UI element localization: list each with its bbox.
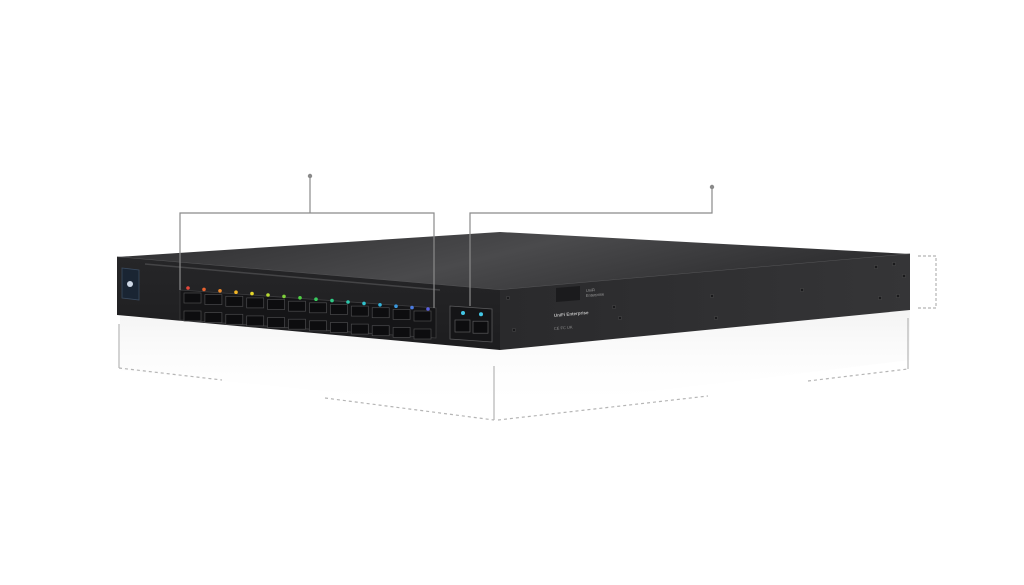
- port-status-led: [250, 291, 254, 296]
- port-status-led: [218, 289, 222, 293]
- port-status-led: [362, 301, 366, 306]
- chassis-screw-icon: [873, 264, 879, 270]
- sfp-port: [309, 302, 327, 314]
- uplink-status-led: [461, 311, 465, 315]
- chassis-screw-icon: [799, 287, 805, 293]
- sfp-port: [246, 315, 265, 327]
- product-label-line-1: UniFi: [586, 287, 596, 293]
- uplink-status-led: [479, 312, 483, 317]
- console-port-icon: [127, 281, 133, 287]
- dimension-width: [118, 324, 495, 421]
- sfp-port: [413, 328, 432, 340]
- sfp-port: [350, 323, 369, 335]
- product-label: UniFi Enterprise UniFi Enterprise CE FC …: [554, 286, 605, 331]
- sfp-port: [225, 313, 244, 325]
- port-status-led: [314, 297, 318, 302]
- port-status-led: [346, 300, 350, 304]
- callout-dot-sfp: [307, 173, 313, 179]
- sfp-port: [413, 310, 432, 322]
- sfp-port: [288, 318, 306, 330]
- chassis-screw-icon: [709, 293, 715, 299]
- sfp-port: [183, 292, 202, 304]
- port-status-led: [234, 290, 238, 295]
- sfp-port: [392, 327, 411, 338]
- sfp-port: [309, 320, 327, 332]
- sfp-port: [330, 322, 348, 333]
- sfp-port: [267, 317, 285, 328]
- port-status-led: [298, 296, 302, 300]
- sfp-port: [183, 310, 202, 322]
- port-status-led: [282, 294, 286, 299]
- chassis-top: [117, 232, 910, 290]
- chassis-screw-icon: [877, 295, 883, 301]
- console-module: [121, 267, 140, 301]
- sfp-port: [371, 307, 390, 319]
- front-vent-strip: [144, 263, 441, 291]
- sfp-port: [246, 297, 265, 309]
- chassis-screw-icon: [505, 295, 511, 301]
- product-name-text: UniFi Enterprise: [554, 310, 590, 318]
- sfp-port: [204, 312, 223, 323]
- sfp-port: [371, 325, 390, 337]
- chassis-screw-icon: [901, 273, 907, 279]
- uplink-port: [454, 319, 471, 333]
- port-status-led: [330, 298, 334, 303]
- chassis-screw-icon: [611, 304, 617, 310]
- chassis-screw-icon: [895, 293, 901, 299]
- callout-dot-uplink: [709, 184, 715, 190]
- sfp-port: [267, 299, 285, 310]
- sfp-port: [330, 304, 348, 315]
- chassis-screw-icon: [511, 327, 517, 333]
- dimension-height: [918, 255, 937, 309]
- port-status-led: [394, 304, 398, 309]
- port-status-led: [202, 287, 206, 292]
- sfp-port: [204, 294, 223, 305]
- sfp-port: [392, 309, 411, 320]
- port-status-led: [410, 305, 414, 310]
- port-status-led: [378, 303, 382, 307]
- callout-sfp-ports: [179, 173, 435, 308]
- port-status-led: [186, 286, 190, 290]
- compliance-marks-text: CE FC UK: [554, 324, 573, 331]
- floor-reflection: [120, 308, 910, 410]
- uplink-port: [472, 320, 489, 334]
- port-status-led: [266, 293, 270, 297]
- dimension-depth: [497, 318, 909, 421]
- chassis-screw-icon: [713, 315, 719, 321]
- callout-uplink-ports: [469, 184, 715, 306]
- sfp-port: [225, 295, 244, 307]
- chassis-screw-icon: [617, 315, 623, 321]
- chassis-screw-icon: [891, 261, 897, 267]
- port-status-led: [426, 307, 430, 311]
- product-label-line-2: Enterprise: [586, 291, 605, 298]
- sfp-port: [288, 300, 306, 312]
- sfp-port: [350, 305, 369, 317]
- chassis-side: [500, 254, 910, 350]
